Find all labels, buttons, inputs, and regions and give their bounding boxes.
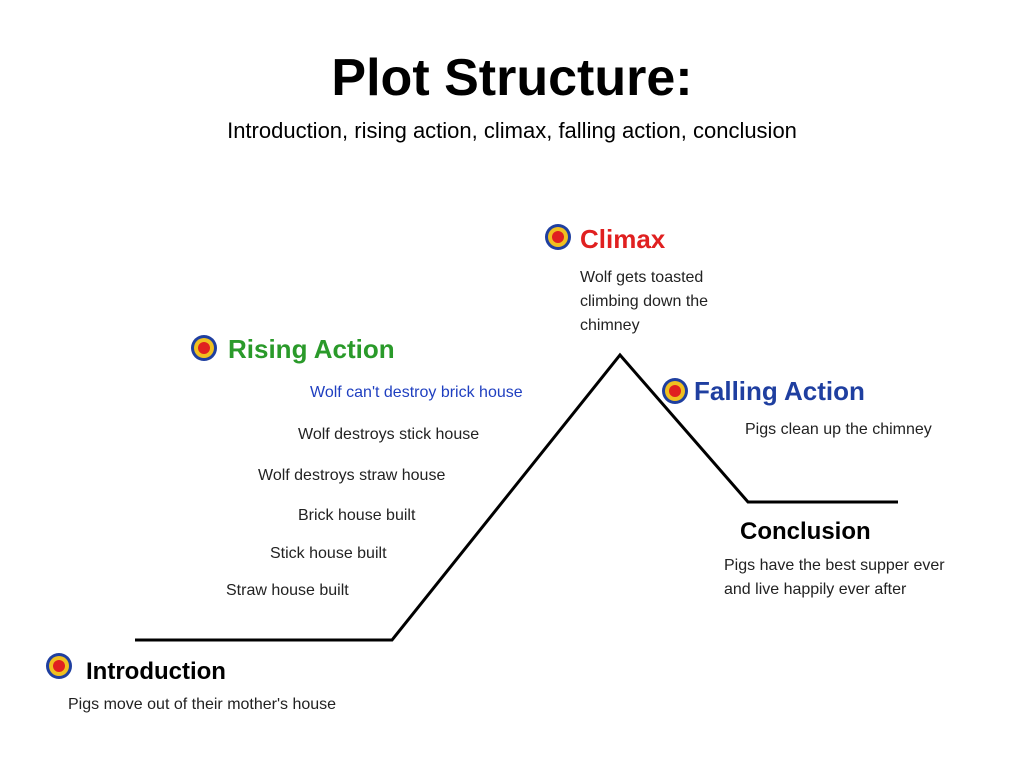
introduction-description: Pigs move out of their mother's house bbox=[68, 696, 337, 713]
rising-event: Wolf destroys stick house bbox=[298, 426, 480, 443]
introduction-label: Introduction bbox=[86, 658, 226, 685]
falling-action-target-icon bbox=[662, 378, 688, 404]
rising-event: Brick house built bbox=[298, 507, 416, 524]
page-subtitle: Introduction, rising action, climax, fal… bbox=[227, 118, 797, 143]
climax-desc-line: climbing down the bbox=[580, 293, 709, 310]
climax-target-icon bbox=[545, 224, 571, 250]
conclusion-description: Pigs have the best supper ever and live … bbox=[724, 554, 1014, 602]
rising-event: Straw house built bbox=[226, 582, 349, 599]
plot-line bbox=[135, 352, 898, 642]
introduction-target-icon bbox=[46, 653, 72, 679]
conclusion-label: Conclusion bbox=[740, 518, 871, 545]
climax-description: Wolf gets toasted climbing down the chim… bbox=[580, 266, 780, 338]
page-title: Plot Structure: bbox=[331, 49, 693, 107]
climax-desc-line: Wolf gets toasted bbox=[580, 269, 704, 286]
conclusion-desc-line: Pigs have the best supper ever bbox=[724, 557, 945, 574]
conclusion-desc-line: and live happily ever after bbox=[724, 581, 907, 598]
falling-action-description: Pigs clean up the chimney bbox=[745, 421, 932, 438]
rising-event: Wolf can't destroy brick house bbox=[310, 384, 523, 401]
climax-label: Climax bbox=[580, 224, 666, 254]
rising-event: Stick house built bbox=[270, 545, 387, 562]
rising-action-label: Rising Action bbox=[228, 334, 395, 364]
rising-action-target-icon bbox=[191, 335, 217, 361]
climax-desc-line: chimney bbox=[580, 317, 640, 334]
falling-action-label: Falling Action bbox=[694, 376, 865, 406]
rising-event: Wolf destroys straw house bbox=[258, 467, 446, 484]
